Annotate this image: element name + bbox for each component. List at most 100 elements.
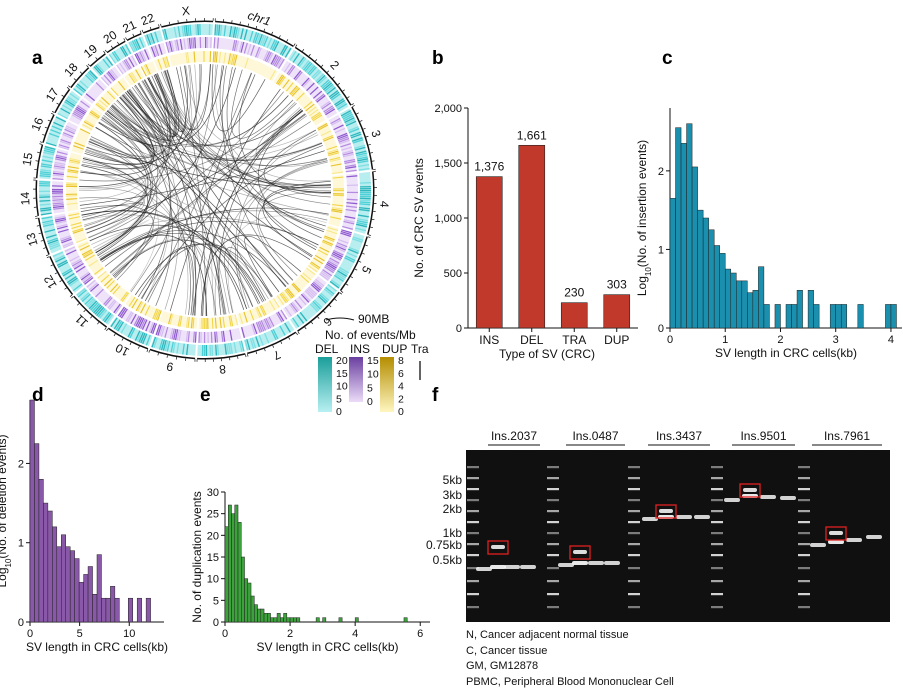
chromosome-label-20: 20: [101, 27, 120, 46]
group-title-ins7961: Ins.7961: [824, 429, 870, 443]
chromosome-tick: [359, 261, 361, 262]
histogram-bar: [814, 304, 820, 328]
histogram-bar: [687, 124, 693, 328]
track-stripe: [203, 51, 204, 62]
chromosome-tick: [88, 64, 90, 66]
chromosome-tick: [368, 144, 370, 145]
ladder-band: [467, 532, 479, 534]
gel-band: [572, 561, 588, 565]
x-axis-label: Type of SV (CRC): [499, 347, 595, 361]
chromosome-tick: [248, 24, 249, 26]
chromosome-label-4: 4: [377, 200, 392, 208]
lane-label: C: [662, 451, 670, 463]
chromosome-tick: [340, 293, 342, 295]
group-title-ins3437: Ins.3437: [656, 429, 702, 443]
histogram-bar: [232, 514, 235, 622]
ladder-band: [467, 580, 479, 582]
histogram-bar: [836, 304, 842, 328]
track-stripe: [52, 189, 63, 190]
chromosome-tick: [309, 54, 311, 56]
note-normal: N, Cancer adjacent normal tissue: [466, 628, 674, 644]
histogram-bar: [110, 586, 114, 622]
gel-band: [504, 565, 520, 569]
ladder-band: [798, 521, 810, 523]
chromosome-arc-14: [36, 180, 39, 216]
track-stripe: [333, 190, 344, 191]
histogram-bar: [106, 598, 110, 622]
chromosome-tick: [324, 311, 326, 313]
histogram-bar: [703, 218, 709, 328]
chromosome-tick: [96, 57, 98, 59]
chromosome-tick: [273, 345, 274, 347]
histogram-bar: [692, 167, 698, 328]
ladder-band: [798, 499, 810, 501]
gel-band: [676, 515, 692, 519]
ladder-band: [711, 466, 723, 468]
histogram-bar: [725, 269, 731, 328]
lane-label: C: [576, 451, 584, 463]
ladder-label: 5kb: [443, 473, 463, 487]
chromosome-tick: [158, 353, 159, 355]
track-stripe: [333, 188, 344, 189]
histogram-bar: [254, 605, 257, 622]
gel-band: [588, 561, 604, 565]
chromosome-tick: [42, 134, 44, 135]
gel-band: [694, 515, 710, 519]
track-stripe: [204, 332, 205, 343]
gel-band: [558, 563, 574, 567]
chromosome-tick: [305, 327, 306, 329]
histogram-bar: [764, 304, 770, 328]
chromosome-tick: [343, 90, 345, 91]
group-title-ins2037: Ins.2037: [491, 429, 537, 443]
lane-label: C: [494, 451, 502, 463]
x-tick-label-ins: INS: [479, 333, 499, 347]
histogram-bar: [731, 273, 737, 328]
ladder-band: [628, 510, 640, 512]
ladder-band: [798, 532, 810, 534]
y-axis-label: Log10(No. of insertion events): [635, 140, 653, 296]
lane-label: PB: [605, 451, 619, 463]
chromosome-tick: [366, 136, 368, 137]
legend-tick-del: 15: [336, 368, 348, 380]
ladder-band: [711, 543, 723, 545]
chromosome-tick: [368, 237, 370, 238]
chromosome-tick: [362, 253, 364, 254]
chromosome-label-11: 11: [72, 311, 91, 330]
chromosome-tick: [247, 354, 248, 356]
track-stripe: [206, 345, 207, 356]
chromosome-label-5: 5: [359, 264, 375, 276]
ladder-band: [547, 510, 559, 512]
chromosome-label-3: 3: [368, 128, 383, 139]
band-size-label: 2,030 bp: [645, 486, 692, 500]
ladder-band: [711, 593, 723, 595]
x-tick-label: 10: [123, 628, 135, 640]
chromosome-label-8: 8: [218, 362, 226, 377]
histogram-bar: [258, 609, 261, 622]
chromosome-tick: [351, 277, 353, 278]
legend-ins-gradient: [349, 357, 363, 402]
ladder-label: 0.5kb: [433, 553, 463, 567]
histogram-bar: [404, 618, 407, 622]
histogram-bar: [101, 598, 105, 622]
histogram-bar: [137, 598, 141, 622]
chromosome-tick: [67, 87, 69, 88]
chromosome-tick: [43, 248, 45, 249]
ladder-band: [711, 499, 723, 501]
histogram-bar: [753, 290, 759, 328]
chromosome-tick: [363, 128, 365, 129]
lane-label: GM: [588, 451, 605, 463]
chromosome-label-7: 7: [271, 347, 283, 363]
chromosome-tick: [360, 120, 362, 121]
x-tick-label-del: DEL: [520, 333, 544, 347]
chromosome-tick: [281, 342, 282, 344]
histogram-bar: [277, 613, 280, 622]
bar-tra: [561, 303, 587, 328]
ladder-band: [798, 593, 810, 595]
ladder-band: [547, 521, 559, 523]
chromosome-tick: [37, 226, 39, 227]
track-stripe: [360, 190, 371, 191]
track-stripe: [207, 37, 208, 48]
histogram-bar: [747, 293, 753, 328]
histogram-bar: [251, 596, 254, 622]
ladder-band: [628, 488, 640, 490]
